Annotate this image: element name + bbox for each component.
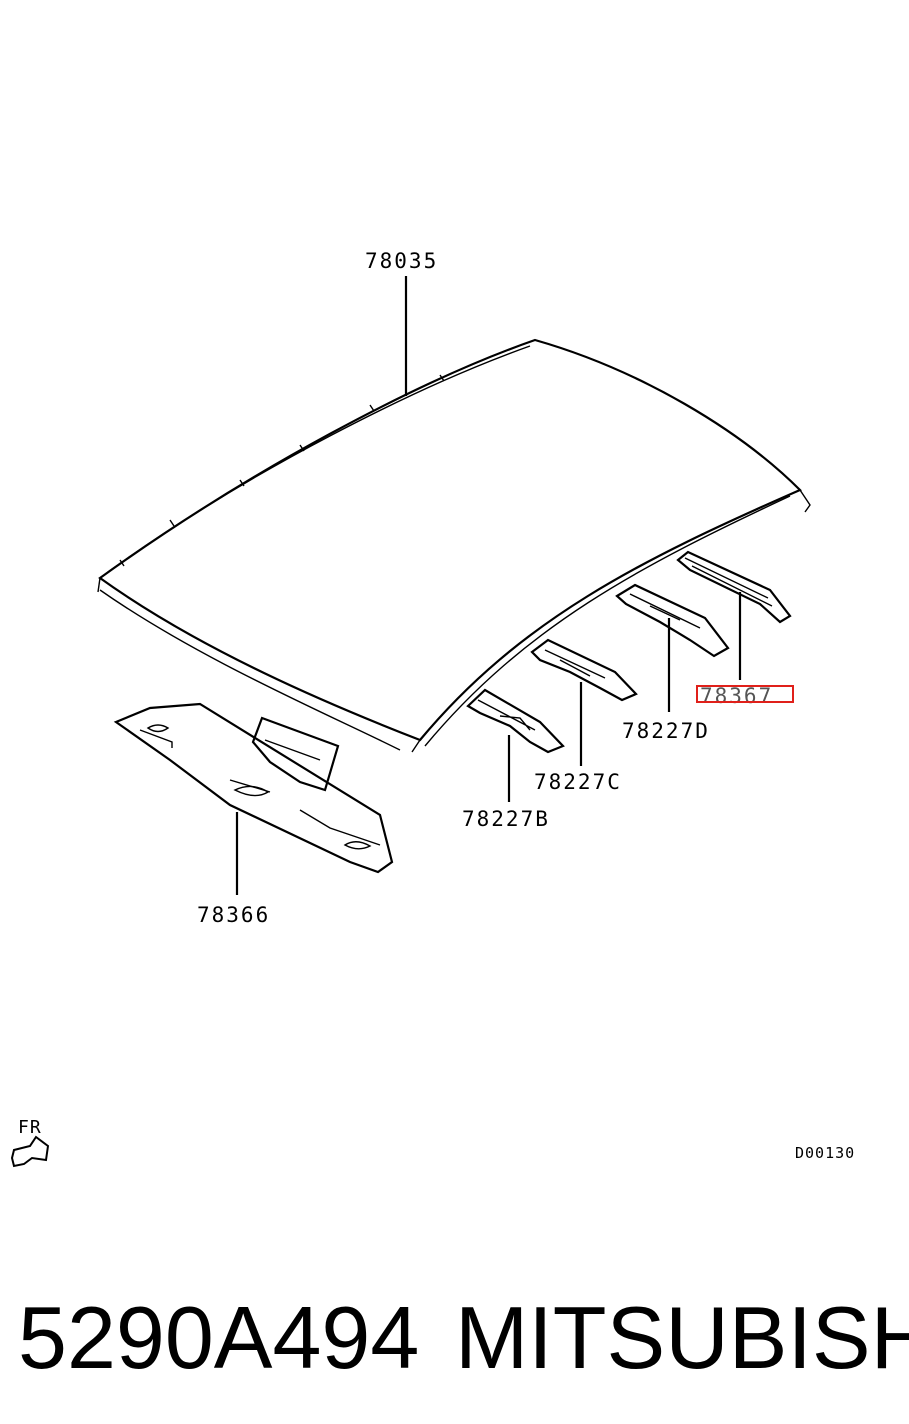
label-rear-header: 78367	[700, 684, 773, 708]
front-direction-indicator: FR	[10, 1117, 50, 1168]
roof-bow-d-drawing	[615, 583, 730, 658]
orientation-label: FR	[18, 1117, 42, 1138]
roof-bow-b-drawing	[466, 688, 565, 754]
roof-bow-c-drawing	[530, 638, 638, 702]
label-front-header: 78366	[197, 903, 270, 927]
part-number: 5290A494	[18, 1288, 419, 1387]
label-bow-b: 78227B	[462, 807, 550, 831]
diagram-code: D00130	[795, 1144, 855, 1162]
label-bow-d: 78227D	[622, 719, 710, 743]
rear-header-drawing	[676, 550, 792, 624]
front-header-drawing	[113, 702, 394, 874]
label-roof-panel: 78035	[365, 249, 438, 273]
label-bow-c: 78227C	[534, 770, 622, 794]
roof-panel-drawing	[97, 338, 811, 753]
brand-name: MITSUBISHI	[455, 1288, 909, 1387]
highlight-box	[696, 685, 794, 703]
arrow-icon	[10, 1135, 50, 1168]
